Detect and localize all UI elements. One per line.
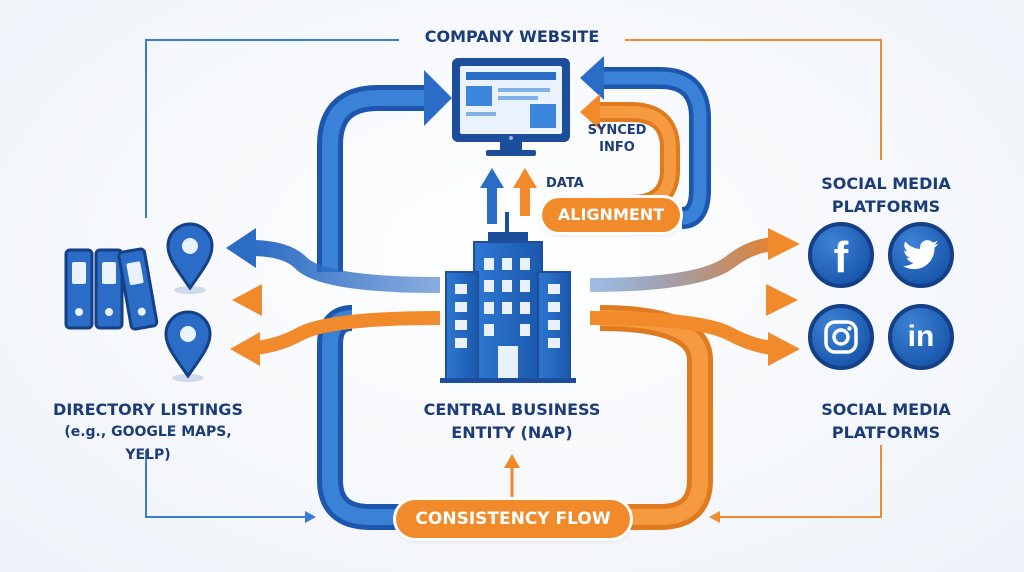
- binder-icons: [64, 247, 159, 331]
- social-media-bottom-label: SOCIAL MEDIA PLATFORMS: [794, 398, 978, 444]
- data-arrows: [480, 168, 537, 224]
- facebook-glyph: f: [833, 233, 849, 282]
- loop-blue-top: [317, 70, 452, 272]
- left-arrow-head-1: [226, 228, 256, 268]
- social-media-bottom-line-1: SOCIAL MEDIA: [821, 400, 951, 419]
- data-label: DATA: [546, 176, 584, 191]
- left-arrow-head-3: [230, 332, 260, 366]
- synced-info-line-2: INFO: [599, 140, 635, 155]
- map-pin-icon-top: [166, 222, 214, 294]
- synced-info-label: SYNCED INFO: [580, 122, 654, 156]
- right-arrow-head-1: [768, 228, 800, 260]
- synced-info-line-1: SYNCED: [587, 123, 647, 138]
- facebook-icon: f: [808, 222, 874, 288]
- frame-line-top-right: [625, 39, 882, 160]
- building-windows: [455, 258, 560, 380]
- linkedin-icon: in: [888, 304, 954, 370]
- social-media-bottom-line-2: PLATFORMS: [831, 423, 941, 442]
- arrow-head-synced: [580, 94, 600, 130]
- directory-line-3: YELP): [125, 447, 171, 463]
- frame-line-bottom-right: [720, 445, 882, 518]
- arrow-head-to-website: [424, 70, 452, 126]
- central-business-line-2: ENTITY (NAP): [451, 423, 573, 442]
- left-arrow-head-2: [232, 284, 262, 316]
- frame-line-top-left: [145, 39, 399, 218]
- left-arrows: [226, 228, 441, 366]
- frame-arrow-bottom-left: [305, 511, 316, 523]
- twitter-icon: [888, 222, 954, 288]
- directory-line-2: (e.g., GOOGLE MAPS,: [64, 424, 232, 440]
- central-business-label: CENTRAL BUSINESS ENTITY (NAP): [400, 398, 624, 444]
- consistency-up-arrow: [504, 454, 520, 500]
- right-arrow-head-3: [768, 332, 800, 366]
- right-arrow-head-2: [766, 284, 798, 316]
- instagram-glyph: [824, 320, 858, 354]
- alignment-badge: ALIGNMENT: [542, 198, 680, 232]
- building-icon: [440, 212, 576, 383]
- social-media-top-line-2: PLATFORMS: [831, 197, 941, 216]
- loop-blue-right: [580, 56, 711, 229]
- arrow-head-blue-return: [580, 56, 604, 100]
- binder-3: [117, 247, 159, 331]
- frame-lines: [145, 39, 882, 523]
- monitor-icon: [452, 58, 570, 156]
- directory-line-1: DIRECTORY LISTINGS: [53, 400, 243, 419]
- data-arrow-orange-head: [513, 168, 537, 188]
- instagram-icon: [808, 304, 874, 370]
- directory-listings-label: DIRECTORY LISTINGS (e.g., GOOGLE MAPS, Y…: [28, 398, 268, 467]
- linkedin-glyph: in: [907, 320, 935, 353]
- frame-arrow-bottom-right: [709, 511, 720, 523]
- binder-1: [64, 248, 94, 330]
- binder-2: [94, 248, 124, 330]
- map-pin-icon-bottom: [164, 310, 212, 382]
- central-business-line-1: CENTRAL BUSINESS: [423, 400, 601, 419]
- data-arrow-blue-head: [480, 168, 504, 188]
- company-website-label: COMPANY WEBSITE: [424, 27, 600, 46]
- social-media-top-line-1: SOCIAL MEDIA: [821, 174, 951, 193]
- consistency-flow-badge: CONSISTENCY FLOW: [396, 500, 630, 538]
- frame-line-bottom-left: [145, 450, 305, 518]
- twitter-bird-glyph: [903, 240, 939, 270]
- right-arrows: [589, 228, 800, 366]
- social-media-top-label: SOCIAL MEDIA PLATFORMS: [794, 172, 978, 218]
